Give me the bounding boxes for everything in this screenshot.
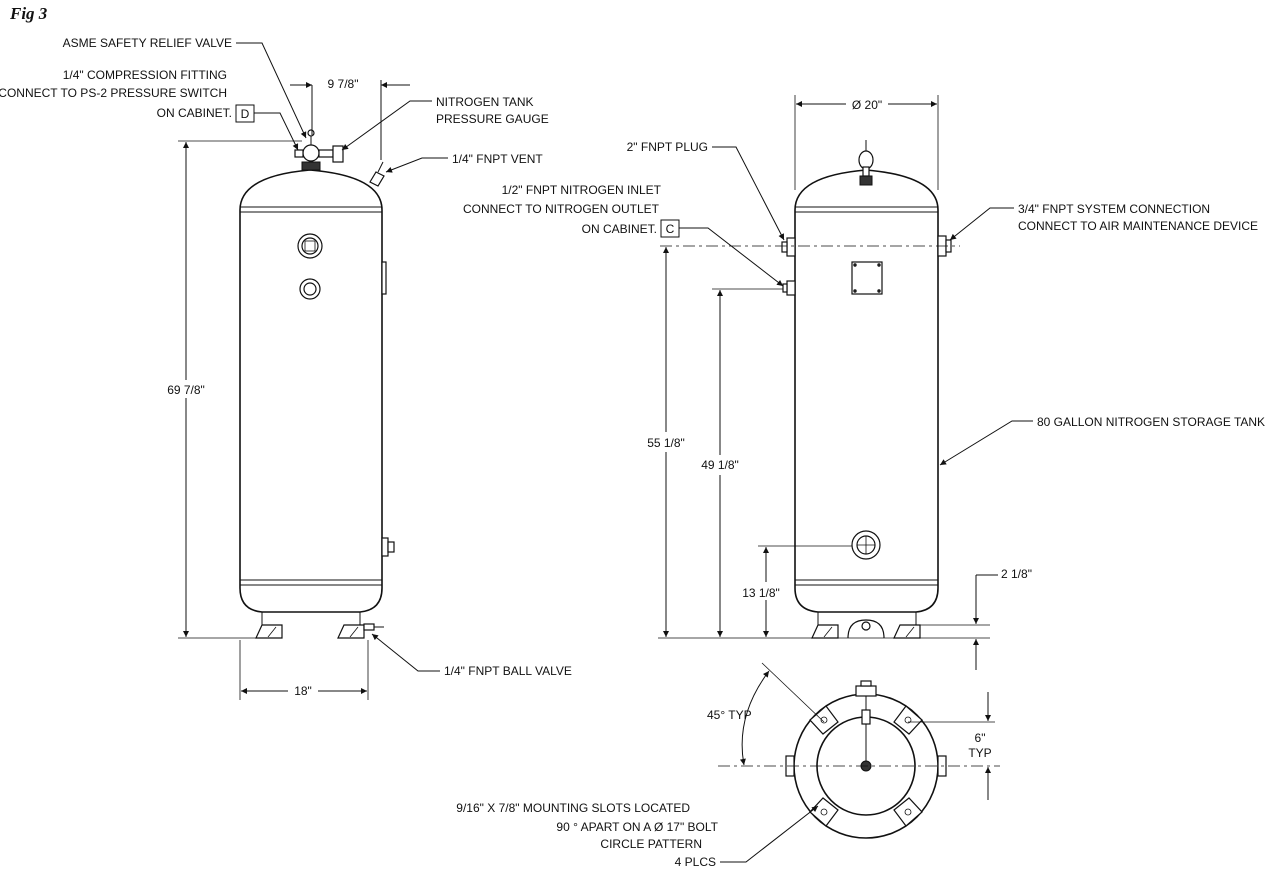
- bottom-view: 45° TYP 6" TYP 9/16" X 7/8" MOUNTING SLO…: [456, 662, 1000, 869]
- right-callouts: Ø 20" 2" FNPT PLUG 1/2" FNPT NITROGEN IN…: [463, 95, 1265, 670]
- dim-inlet-height: 49 1/8": [701, 458, 739, 472]
- left-callouts: ASME SAFETY RELIEF VALVE 1/4" COMPRESSIO…: [0, 36, 572, 700]
- dim-offset-top: 9 7/8": [328, 77, 359, 91]
- callout-inlet-1: 1/2" FNPT NITROGEN INLET: [502, 183, 662, 197]
- callout-inlet-2: CONNECT TO NITROGEN OUTLET: [463, 202, 660, 216]
- callout-gauge-1: NITROGEN TANK: [436, 95, 534, 109]
- callout-compression-fitting-3: ON CABINET.: [157, 106, 232, 120]
- callout-slots-3: CIRCLE PATTERN: [600, 837, 702, 851]
- callout-inlet-box: C: [666, 222, 675, 236]
- callout-compression-fitting-2: CONNECT TO PS-2 PRESSURE SWITCH: [0, 86, 227, 100]
- dim-system-height: 55 1/8": [647, 436, 685, 450]
- dim-slot-offset-1: 6": [975, 731, 986, 745]
- dim-diameter: Ø 20": [852, 98, 882, 112]
- dim-angle: 45° TYP: [707, 708, 752, 722]
- callout-gauge-2: PRESSURE GAUGE: [436, 112, 549, 126]
- callout-inlet-3: ON CABINET.: [582, 222, 657, 236]
- dim-base-width: 18": [294, 684, 312, 698]
- callout-compression-box: D: [241, 107, 250, 121]
- right-tank-view: [660, 140, 960, 639]
- callout-compression-fitting-1: 1/4" COMPRESSION FITTING: [63, 68, 227, 82]
- callout-asme-valve: ASME SAFETY RELIEF VALVE: [63, 36, 232, 50]
- callout-system-2: CONNECT TO AIR MAINTENANCE DEVICE: [1018, 219, 1258, 233]
- left-tank-view: [239, 129, 395, 639]
- dim-slot-offset-2: TYP: [968, 746, 991, 760]
- dim-leg-height: 2 1/8": [1001, 567, 1032, 581]
- callout-vent: 1/4" FNPT VENT: [452, 152, 543, 166]
- dim-overall-height: 69 7/8": [167, 383, 205, 397]
- dim-bottom-port-height: 13 1/8": [742, 586, 780, 600]
- callout-plug: 2" FNPT PLUG: [627, 140, 708, 154]
- callout-storage-tank: 80 GALLON NITROGEN STORAGE TANK: [1037, 415, 1265, 429]
- callout-slots-1: 9/16" X 7/8" MOUNTING SLOTS LOCATED: [456, 801, 690, 815]
- callout-ball-valve: 1/4" FNPT BALL VALVE: [444, 664, 572, 678]
- callout-slots-4: 4 PLCS: [675, 855, 716, 869]
- figure-label: Fig 3: [9, 4, 48, 23]
- callout-system-1: 3/4" FNPT SYSTEM CONNECTION: [1018, 202, 1210, 216]
- callout-slots-2: 90 ° APART ON A Ø 17" BOLT: [556, 820, 718, 834]
